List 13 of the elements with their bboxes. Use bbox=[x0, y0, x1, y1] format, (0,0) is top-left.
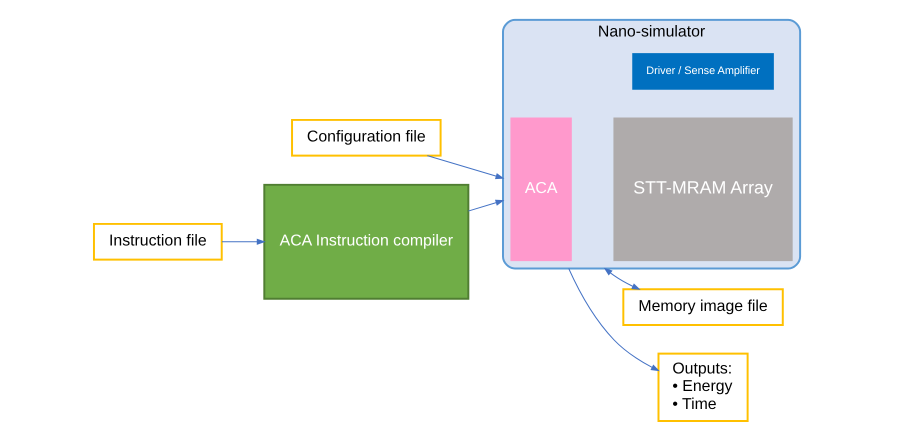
arrow bbox=[568, 268, 660, 372]
node-box: ACA Instruction compiler bbox=[262, 184, 469, 300]
node-box: Memory image file bbox=[622, 288, 784, 326]
node-box: Outputs: • Energy • Time bbox=[657, 352, 748, 422]
node-box: Instruction file bbox=[92, 222, 222, 261]
arrow bbox=[220, 238, 266, 245]
node-box: ACA bbox=[510, 117, 572, 262]
arrow bbox=[603, 268, 640, 290]
node-box: Configuration file bbox=[290, 118, 442, 157]
arrow bbox=[426, 155, 504, 180]
node-box: Driver / Sense Amplifier bbox=[632, 53, 774, 90]
arrow bbox=[467, 200, 504, 212]
node-box: STT-MRAM Array bbox=[612, 117, 792, 262]
